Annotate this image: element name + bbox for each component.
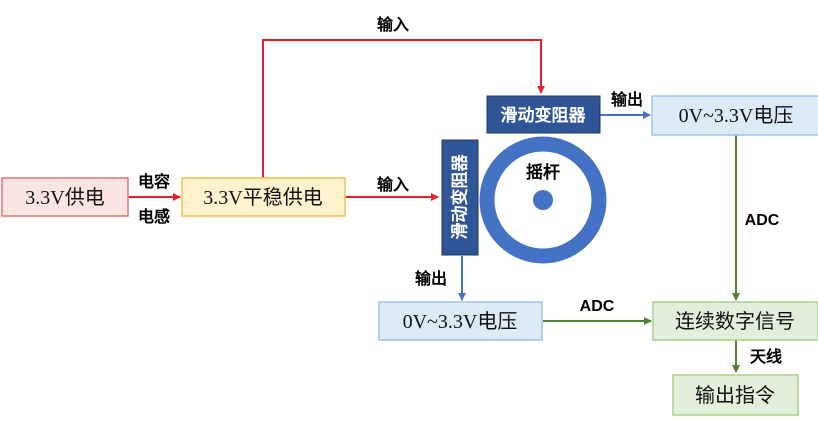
command-box: 输出指令 [672, 374, 799, 416]
antenna-label: 天线 [750, 347, 782, 366]
joystick: 摇杆 [479, 136, 607, 264]
voltage-top-box: 0V~3.3V电压 [651, 95, 818, 136]
digital-signal-box-label: 连续数字信号 [675, 310, 795, 333]
horizontal-potentiometer-label: 滑动变阻器 [501, 105, 587, 125]
vertical-potentiometer: 滑动变阻器 [441, 139, 479, 256]
output-top-label: 输出 [611, 90, 643, 109]
vertical-potentiometer-label: 滑动变阻器 [450, 154, 470, 240]
input-middle-label: 输入 [377, 175, 409, 194]
capacitor-label: 电容 [138, 172, 170, 191]
command-box-label: 输出指令 [695, 384, 775, 407]
regulated-box-label: 3.3V平稳供电 [203, 186, 322, 209]
joystick-ring [479, 136, 607, 264]
adc-right-label: ADC [745, 212, 780, 229]
voltage-top-box-label: 0V~3.3V电压 [679, 104, 794, 127]
adc-bottom-label: ADC [580, 298, 615, 315]
source-box-label: 3.3V供电 [25, 186, 104, 209]
digital-signal-box: 连续数字信号 [652, 301, 818, 341]
joystick-label: 摇杆 [526, 162, 560, 182]
joystick-knob [533, 190, 553, 210]
voltage-bottom-box: 0V~3.3V电压 [378, 301, 543, 341]
inductor-label: 电感 [138, 207, 170, 226]
arrow-regulated-to-horizontal-pot [262, 39, 545, 178]
regulated-box: 3.3V平稳供电 [181, 177, 346, 217]
voltage-bottom-box-label: 0V~3.3V电压 [403, 310, 518, 333]
source-box: 3.3V供电 [1, 177, 129, 217]
output-bottom-label: 输出 [415, 269, 447, 288]
horizontal-potentiometer: 滑动变阻器 [486, 95, 601, 134]
input-top-label: 输入 [377, 15, 409, 34]
